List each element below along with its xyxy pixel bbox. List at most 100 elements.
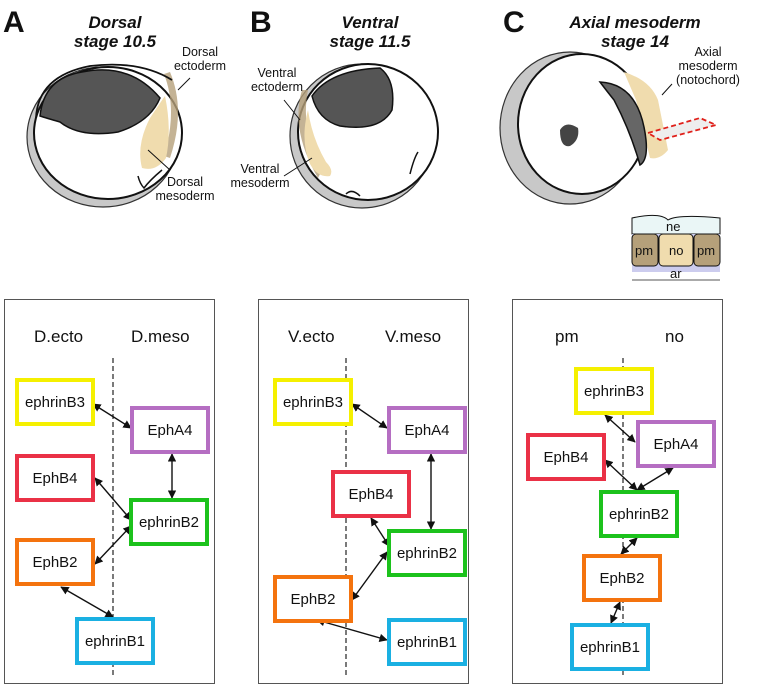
panel-c-title-line2: stage 14 — [600, 32, 670, 51]
panel-label-a: A — [3, 6, 25, 39]
node-EphA4: EphA4 — [130, 406, 210, 454]
ventral-mesoderm-region — [304, 110, 332, 177]
annotation-line: mesoderm — [155, 189, 215, 203]
panel-b-title-line1: Ventral — [341, 13, 399, 32]
node-label: ephrinB3 — [24, 393, 86, 411]
annotation-dorsal-ectoderm: Dorsal ectoderm — [170, 45, 230, 73]
annotation-line: Ventral — [257, 66, 297, 80]
panel-a-title-line1: Dorsal — [88, 13, 142, 32]
node-label: EphB2 — [290, 590, 336, 608]
interaction-EphB4-ephrinB2 — [636, 467, 674, 491]
node-label: EphB2 — [32, 553, 78, 571]
interaction-EphB2-ephrinB2 — [620, 537, 638, 555]
node-label: EphA4 — [147, 421, 193, 439]
section-label-pm-right: pm — [697, 243, 716, 258]
interaction-EphB2-ephrinB2 — [351, 551, 388, 601]
node-label: ephrinB2 — [608, 505, 670, 523]
interaction-ephrinB3-EphA4 — [604, 414, 636, 443]
column-header-left: V.ecto — [288, 327, 335, 346]
interaction-EphB2-ephrinB1 — [316, 618, 388, 642]
column-header-right: V.meso — [385, 327, 442, 346]
interaction-EphA4-ephrinB2 — [604, 459, 638, 491]
node-label: ephrinB2 — [396, 544, 458, 562]
annotation-line: Dorsal — [166, 175, 204, 189]
node-ephrinB3: ephrinB3 — [15, 378, 95, 426]
section-label-ne: ne — [666, 219, 681, 234]
column-header-left: D.ecto — [34, 327, 84, 346]
ventral-ectoderm-region — [298, 90, 322, 178]
blastocoel-remnant-c — [560, 124, 579, 147]
node-ephrinB1: ephrinB1 — [387, 618, 467, 666]
yolk-cavity-a — [39, 69, 161, 135]
node-label: ephrinB3 — [282, 393, 344, 411]
node-EphB2: EphB2 — [15, 538, 95, 586]
node-ephrinB3: ephrinB3 — [273, 378, 353, 426]
panel-a-title-line2: stage 10.5 — [73, 32, 157, 51]
archenteron-c — [598, 81, 648, 167]
section-plane-indicator — [645, 117, 719, 141]
node-EphB2: EphB2 — [582, 554, 662, 602]
annotation-line: ectoderm — [173, 59, 227, 73]
section-label-pm-left: pm — [635, 243, 654, 258]
yolk-cavity-b — [311, 67, 394, 128]
cross-section-diagram — [631, 214, 721, 281]
node-label: ephrinB1 — [579, 638, 641, 656]
node-ephrinB1: ephrinB1 — [75, 617, 155, 665]
section-label-ar: ar — [670, 266, 682, 281]
node-label: EphB4 — [543, 448, 589, 466]
column-header-left: pm — [555, 327, 579, 346]
node-label: ephrinB3 — [583, 382, 645, 400]
annotation-ventral-mesoderm: Ventral mesoderm — [228, 162, 292, 190]
annotation-line: Ventral — [240, 162, 280, 176]
panel-label-b: B — [250, 6, 272, 39]
node-EphB4: EphB4 — [331, 470, 411, 518]
dorsal-ectoderm-region — [164, 72, 178, 158]
column-header-right: no — [665, 327, 684, 346]
panel-c-title: Axial mesoderm stage 14 — [555, 13, 715, 51]
dorsal-mesoderm-region — [140, 96, 169, 169]
node-EphB4: EphB4 — [526, 433, 606, 481]
interaction-EphB4-ephrinB2 — [94, 477, 132, 521]
embryo-illustrations — [26, 51, 721, 281]
interaction-ephrinB3-EphA4 — [351, 403, 388, 429]
node-label: EphA4 — [653, 435, 699, 453]
annotation-line: ectoderm — [250, 80, 304, 94]
column-header-right: D.meso — [131, 327, 190, 346]
annotation-line: Dorsal — [181, 45, 219, 59]
node-ephrinB2: ephrinB2 — [129, 498, 209, 546]
node-EphA4: EphA4 — [387, 406, 467, 454]
annotation-line: Axial — [694, 45, 722, 59]
annotation-line: (notochord) — [676, 73, 740, 87]
network-b-edges — [316, 358, 436, 677]
embryo-c — [499, 51, 721, 281]
interaction-EphB4-ephrinB2 — [370, 517, 390, 547]
interaction-EphB2-ephrinB1 — [610, 601, 621, 624]
annotation-line: mesoderm — [678, 59, 738, 73]
node-label: EphB4 — [32, 469, 78, 487]
node-label: ephrinB2 — [138, 513, 200, 531]
embryo-b — [283, 63, 439, 209]
node-EphB2: EphB2 — [273, 575, 353, 623]
node-ephrinB2: ephrinB2 — [387, 529, 467, 577]
node-ephrinB2: ephrinB2 — [599, 490, 679, 538]
embryo-a — [26, 63, 191, 208]
panel-c-title-line1: Axial mesoderm — [569, 13, 701, 32]
node-label: ephrinB1 — [396, 633, 458, 651]
node-label: EphB2 — [599, 569, 645, 587]
annotation-line: mesoderm — [230, 176, 290, 190]
node-ephrinB3: ephrinB3 — [574, 367, 654, 415]
node-label: EphB4 — [348, 485, 394, 503]
panel-b-title: Ventral stage 11.5 — [315, 13, 425, 51]
node-label: EphA4 — [404, 421, 450, 439]
panel-b-title-line2: stage 11.5 — [329, 32, 411, 51]
interaction-EphB2-ephrinB1 — [60, 586, 114, 618]
panel-a-title: Dorsal stage 10.5 — [60, 13, 170, 51]
node-label: ephrinB1 — [84, 632, 146, 650]
panel-label-c: C — [503, 6, 525, 39]
node-EphA4: EphA4 — [636, 420, 716, 468]
annotation-axial-mesoderm: Axial mesoderm (notochord) — [670, 45, 746, 87]
annotation-ventral-ectoderm: Ventral ectoderm — [245, 66, 309, 94]
